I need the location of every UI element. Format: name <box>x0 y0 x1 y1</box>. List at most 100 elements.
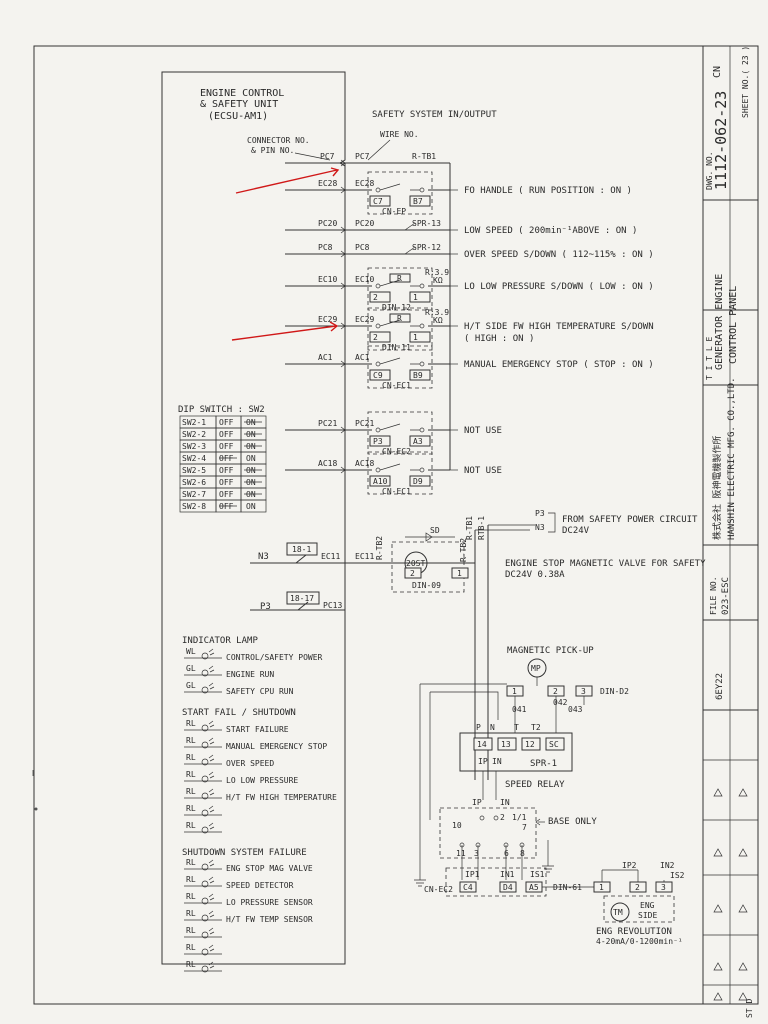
pickup-terminal-3: 3 <box>581 687 586 696</box>
lamp-icon <box>201 686 209 694</box>
lamp-code: WL <box>186 647 196 656</box>
pin-label: AC1 <box>318 353 333 362</box>
magnetic-pickup: MAGNETIC PICK-UP MP 1 2 3 DIN-D2 041 042… <box>419 646 629 840</box>
pin-label: EC29 <box>318 315 337 324</box>
unit-title-line2: & SAFETY UNIT <box>200 99 278 110</box>
resistor-value: R:3.9 <box>425 268 449 277</box>
wire-label: PC21 <box>355 419 374 428</box>
dip-switch-id: SW2-7 <box>182 490 206 499</box>
base-node-1-1: 1/1 <box>512 813 527 822</box>
relay-tag: SPR-13 <box>412 219 441 228</box>
box-right: D9 <box>413 477 423 486</box>
indicator-lamp: RL <box>184 926 222 939</box>
dip-on: ON <box>246 418 256 427</box>
pin-label: PC21 <box>318 419 337 428</box>
indicator-lamp: RL <box>184 804 222 817</box>
resistor-r: R <box>397 314 402 323</box>
lamp-label: ENG STOP MAG VALVE <box>226 864 313 873</box>
box-left: C7 <box>373 197 383 206</box>
stop-magnetic-valve-circuit: N3 P3 18-1 18-17 EC11 EC11 PC13 SD 20ST … <box>250 526 706 612</box>
eng-revolution-label: ENG REVOLUTION <box>596 927 672 937</box>
lamp-code: RL <box>186 804 196 813</box>
spr-terminal-t2: T2 <box>531 723 541 732</box>
pin-label: PC20 <box>318 219 337 228</box>
lamp-icon <box>201 809 209 817</box>
start-fail-title: START FAIL / SHUTDOWN <box>182 708 296 718</box>
resistor-unit: KΩ <box>433 316 443 325</box>
dip-switch-title: DIP SWITCH : SW2 <box>178 405 265 415</box>
base-only-note: BASE ONLY <box>548 817 597 827</box>
lamp-label: SAFETY CPU RUN <box>226 687 294 696</box>
box-left: 2 <box>373 333 378 342</box>
indicator-lamp: RL ENG STOP MAG VALVE <box>184 858 313 873</box>
base-node-11: 11 <box>456 849 466 858</box>
dip-off: OFF <box>219 502 234 511</box>
indicator-lamp: RL <box>184 960 222 973</box>
dip-on: ON <box>246 478 256 487</box>
lamp-code: RL <box>186 787 196 796</box>
dip-off: OFF <box>219 430 234 439</box>
stopvalve-n3: N3 <box>258 552 269 562</box>
wire-label: AC1 <box>355 353 370 362</box>
connector-tag: DIN-11 <box>382 343 411 352</box>
lamp-code: GL <box>186 664 196 673</box>
shutdown-failure-title: SHUTDOWN SYSTEM FAILURE <box>182 848 307 858</box>
pin-label: EC28 <box>318 179 337 188</box>
box-right: 1 <box>413 333 418 342</box>
lamp-label: START FAILURE <box>226 725 289 734</box>
lamp-icon <box>201 931 209 939</box>
base-node-6: 6 <box>504 849 509 858</box>
pickup-wire-041: 041 <box>512 705 527 714</box>
lamp-label: H/T FW HIGH TEMPERATURE <box>226 793 337 802</box>
box-right: 1 <box>413 293 418 302</box>
pin-label: EC10 <box>318 275 337 284</box>
box-left: 2 <box>373 293 378 302</box>
pickup-wire-043: 043 <box>568 705 583 714</box>
wire-pc13: PC13 <box>323 601 342 610</box>
wire-label: PC20 <box>355 219 374 228</box>
din09-terminal-1: 1 <box>457 569 462 578</box>
spr-terminal-box: 14 <box>477 740 487 749</box>
annotation-arrow-2 <box>231 325 337 341</box>
resistor-value: R:3.9 <box>425 308 449 317</box>
box-right: A3 <box>413 437 423 446</box>
lamp-icon <box>201 965 209 973</box>
company-name-en: HANSHIN ELECTRIC MFG. CO.,LTD. <box>727 377 737 540</box>
dip-on: ON <box>246 430 256 439</box>
lamp-code: RL <box>186 736 196 745</box>
dip-on: ON <box>246 466 256 475</box>
dip-off: OFF <box>219 490 234 499</box>
lamp-code: RL <box>186 926 196 935</box>
base-d4: D4 <box>503 883 513 892</box>
box-left: A10 <box>373 477 388 486</box>
base-ip1: IP1 <box>465 870 480 879</box>
din09-terminal-2: 2 <box>410 569 415 578</box>
spr-terminal-t: T <box>514 723 519 732</box>
terminal-rtb1: RTB-1 <box>477 516 486 540</box>
lamp-icon <box>201 880 209 888</box>
indicator-lamp-title: INDICATOR LAMP <box>182 636 258 646</box>
solenoid-20st: 20ST <box>406 559 425 568</box>
indicator-lamp: RL <box>184 821 222 834</box>
base-node-3: 3 <box>474 849 479 858</box>
title-line1: GENERATOR ENGINE <box>714 274 725 370</box>
signal-description: MANUAL EMERGENCY STOP ( STOP : ON ) <box>464 360 654 370</box>
lamp-icon <box>201 792 209 800</box>
lamp-icon <box>201 741 209 749</box>
revision-code: CN <box>712 66 723 78</box>
terminal-18-17: 18-17 <box>290 594 314 603</box>
connector-tag: CN-EC1 <box>382 487 411 496</box>
lamp-icon <box>201 758 209 766</box>
signal-description: NOT USE <box>464 426 502 436</box>
signal-description: NOT USE <box>464 466 502 476</box>
lamp-code: RL <box>186 858 196 867</box>
dwg-number: 1112-062-23 <box>712 91 730 190</box>
title-line2: CONTROL PANEL <box>728 286 739 364</box>
